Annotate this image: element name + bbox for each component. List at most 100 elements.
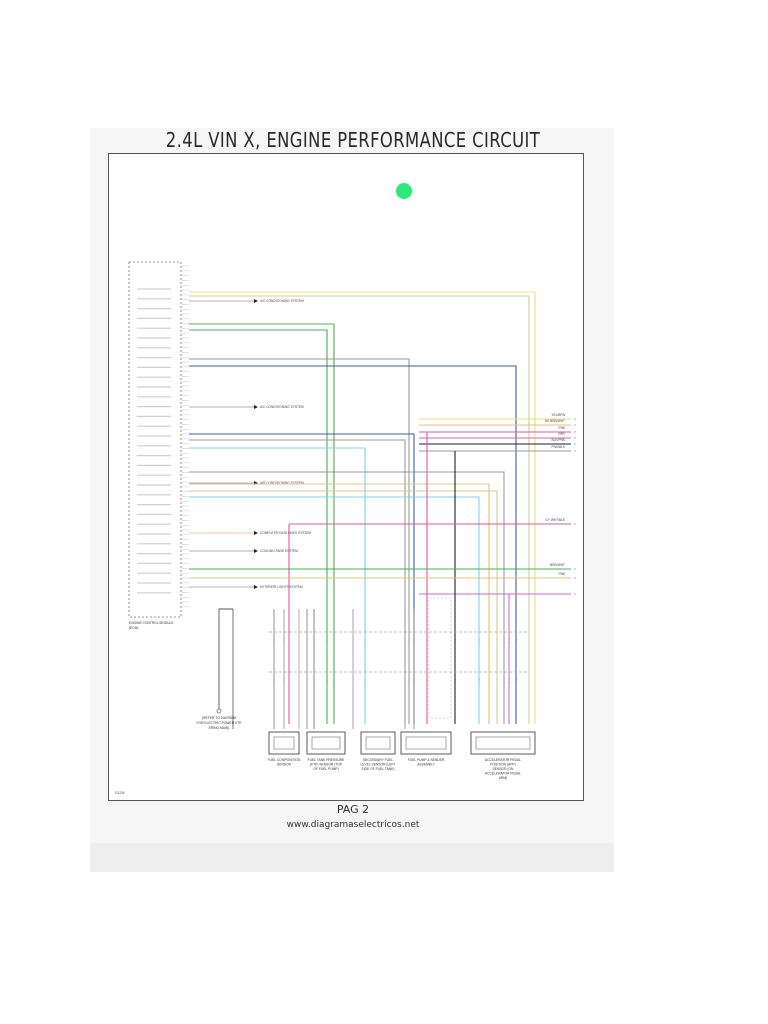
system-label: A/C CONDITIONING SYSTEM [260,299,304,303]
component-label: FUEL PUMP & SENDER [408,758,445,762]
ecm-module-box [128,261,182,618]
wire [189,291,536,724]
diagram-frame: ENGINE CONTROL MODULE(ECM)A/C CONDITIONI… [108,153,584,801]
wiring-diagram: ENGINE CONTROL MODULE(ECM)A/C CONDITIONI… [115,183,576,795]
wire [189,329,328,724]
component-label: ASSEMBLY [417,763,435,767]
wire-label: PNK [558,426,565,430]
vertical-wire-label: · · · [326,639,330,644]
component-label: FUEL COMPOSITION [268,758,301,762]
vertical-wire-label: · · · [326,679,330,684]
status-dot [396,183,412,199]
wire-end-mark: > [574,423,576,427]
component-label: SECONDARY FUEL [363,758,393,762]
wire [189,483,490,724]
vertical-wire-label: · · · [283,639,287,644]
wire [189,496,480,724]
wire [189,358,410,724]
wire [189,490,498,724]
vertical-wire-label: · · · [413,679,417,684]
vertical-wire-label: · · · [503,679,507,684]
ecm-caption: ENGINE CONTROL MODULE [129,621,174,625]
component-label: POSITION (APP) [490,763,515,767]
vertical-wire-label: · · · [496,639,500,644]
component-label: SENSOR [277,763,292,767]
vertical-wire-label: · · · [408,639,412,644]
vertical-wire-label: · · · [515,679,519,684]
vertical-wire-label: · · · [283,679,287,684]
system-label: COOLING FANS SYSTEM [260,549,298,553]
component-box [268,731,300,755]
wire-label: DK BRN/WHT [545,419,565,423]
component-box [306,731,346,755]
system-label: EXTERIOR LIGHTS SYSTEM [260,585,303,589]
vertical-wire-label: · · · [454,639,458,644]
component-label: (FTP) SENSOR (TOP [310,763,343,767]
system-label: AIR CONDITIONING SYSTEM [260,481,304,485]
wire-end-mark: > [574,430,576,434]
wire-label: GRY [558,432,566,436]
arrow-icon [254,405,258,409]
wire-label: PNK/BLK [552,445,566,449]
vertical-wire-label: · · · [515,639,519,644]
component-symbol-icon [273,736,295,750]
corner-code: G1234 [115,791,125,795]
wire [218,608,233,709]
component-box [360,731,396,755]
component-label: ARM) [499,776,507,780]
vertical-wire-label: · · · [488,679,492,684]
wire [189,365,517,724]
component-label: OF FUEL PUMP) [313,767,338,771]
wire-end-mark: > [574,592,576,596]
vertical-wire-label: · · · [454,679,458,684]
component-label: LEVEL SENSOR (LEFT [360,763,395,767]
wire-end-mark: > [574,449,576,453]
vertical-wire-label: · · · [413,639,417,644]
page-label: PAG 2 [336,803,370,816]
scan-sheet-bottom-band [90,843,614,872]
vertical-wire-label: · · · [273,679,277,684]
component-symbol-icon [405,736,447,750]
wire-label: YEL/BRN [551,413,565,417]
wire-label: BRN/WHT [550,563,565,567]
component-box [470,731,536,755]
component-label: FUEL TANK PRESSURE [308,758,346,762]
vertical-wire-label: · · · [508,679,512,684]
component-label: SENSOR (ON [493,767,515,771]
component-label: ACCELERATOR PEDAL [485,772,521,776]
wire [189,433,415,724]
arrow-icon [254,531,258,535]
component-label: ACCELERATOR PEDAL [485,758,521,762]
wire-label: BLK/PNK [552,438,566,442]
vertical-wire-label: · · · [364,639,368,644]
component-label: SIDE OF FUEL TANK) [362,767,395,771]
wire [189,295,530,724]
splice-box [428,597,452,719]
wire-end-mark: > [574,417,576,421]
system-label: A/C CONDITIONING SYSTEM [260,405,304,409]
vertical-wire-label: · · · [314,639,318,644]
wire-label: PNK [558,572,565,576]
vertical-wire-label: · · · [488,639,492,644]
wire-end-mark: > [574,442,576,446]
wire-label: GY WHT/BLK [545,518,565,522]
arrow-icon [254,585,258,589]
vertical-wire-label: · · · [478,639,482,644]
source-url: www.diagramaselectricos.net [286,820,420,830]
vertical-wire-label: · · · [508,639,512,644]
vertical-wire-label: · · · [333,639,337,644]
vertical-wire-label: · · · [408,679,412,684]
vertical-wire-label: · · · [273,639,277,644]
wire [189,323,335,724]
wire [189,471,505,724]
connector-icon [216,708,222,714]
vertical-wire-label: · · · [364,679,368,684]
arrow-icon [254,549,258,553]
page-title: 2.4L VIN X, ENGINE PERFORMANCE CIRCUIT [165,128,541,152]
wire-end-mark: > [574,567,576,571]
side-caption: FOR ELECTRIC POWER STE [197,721,243,725]
arrow-icon [254,299,258,303]
component-box [400,731,452,755]
wire-end-mark: > [574,436,576,440]
system-label: COMPUTER DATA LINES SYSTEM [260,531,311,535]
